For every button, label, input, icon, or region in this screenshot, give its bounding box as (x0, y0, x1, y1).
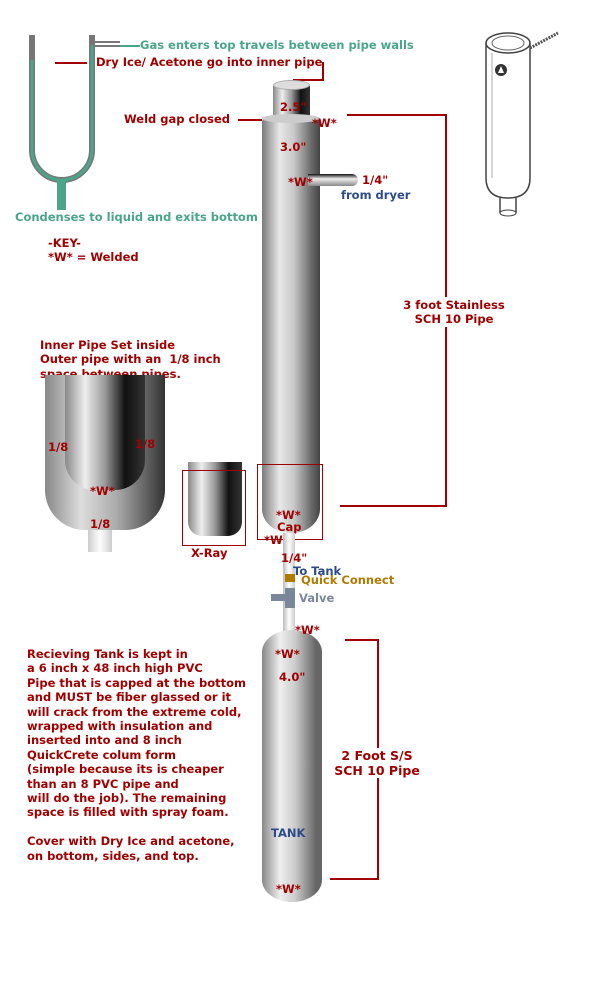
gap-right: 1/8 (135, 437, 156, 451)
valve-handle (271, 594, 285, 601)
tank-bracket-bottom (330, 878, 379, 880)
xray-image (188, 462, 242, 536)
outer-pipe-rim (262, 114, 320, 123)
gap-bottom: 1/8 (90, 517, 111, 531)
condenses-label: Condenses to liquid and exits bottom (15, 210, 258, 224)
tank-diameter-label: 4.0" (279, 670, 306, 684)
tank-length-line1: 2 Foot S/S (341, 748, 413, 763)
xray-box (182, 470, 246, 546)
weld-tank-bottom: *W* (276, 882, 301, 896)
tank-length-line2: SCH 10 Pipe (334, 763, 420, 778)
xray-label: X-Ray (191, 546, 228, 560)
weld-gap-line (238, 119, 262, 121)
dry-ice-leader-line (55, 62, 87, 64)
weld-detail-outlet (88, 530, 112, 552)
cap-label: Cap (277, 520, 302, 534)
outer-diameter-label: 3.0" (280, 140, 307, 154)
dry-ice-leader-vert (322, 62, 324, 80)
glass-condenser-image (485, 31, 559, 217)
weld-gap-label: Weld gap closed (124, 112, 231, 126)
dry-ice-label: Dry Ice/ Acetone go into inner pipe (96, 55, 323, 69)
inner-diameter-label: 2.5" (280, 100, 307, 114)
valve-label: Valve (299, 591, 335, 605)
tank-bracket-top (345, 639, 379, 641)
gas-enters-label: Gas enters top travels between pipe wall… (140, 38, 414, 52)
weld-tank-inlet: *W* (295, 623, 320, 637)
pipe-length-line2: SCH 10 Pipe (414, 312, 494, 326)
tank-label: TANK (271, 826, 306, 840)
key-welded: *W* = Welded (48, 250, 139, 264)
bracket-bottom (340, 505, 447, 507)
bracket-top (347, 114, 447, 116)
to-tank-label: To Tank (293, 564, 342, 578)
valve-body (285, 588, 295, 608)
quick-connect-fitting (285, 574, 295, 582)
quick-connect-label: Quick Connect (301, 573, 395, 587)
inlet-size-label: 1/4" (362, 173, 389, 187)
u-tube-schematic (29, 35, 120, 210)
weld-tank-top: *W* (275, 647, 300, 661)
weld-detail-inner (65, 375, 145, 490)
inner-pipe-note: Inner Pipe Set inside Outer pipe with an… (40, 338, 221, 381)
dryer-inlet-tube (308, 174, 358, 186)
transfer-tube (283, 533, 295, 633)
receiving-tank-note: Recieving Tank is kept in a 6 inch x 48 … (27, 647, 246, 863)
weld-inlet: *W* (288, 175, 313, 189)
transfer-tube-size: 1/4" (281, 551, 308, 565)
dry-ice-leader-horz (293, 79, 324, 81)
pipe-length-line1: 3 foot Stainless (403, 298, 505, 312)
gas-leader-line (120, 45, 140, 47)
inner-pipe-rim (273, 80, 310, 90)
from-dryer-label: from dryer (341, 188, 411, 202)
weld-outlet: *W* (264, 533, 289, 547)
weld-cap: *W* (276, 508, 301, 522)
weld-detail: *W* (90, 484, 115, 498)
key-title: -KEY- (48, 236, 81, 250)
receiving-tank (262, 630, 322, 902)
gap-left: 1/8 (48, 440, 69, 454)
outer-pipe (262, 118, 320, 533)
weld-top: *W* (312, 116, 337, 130)
